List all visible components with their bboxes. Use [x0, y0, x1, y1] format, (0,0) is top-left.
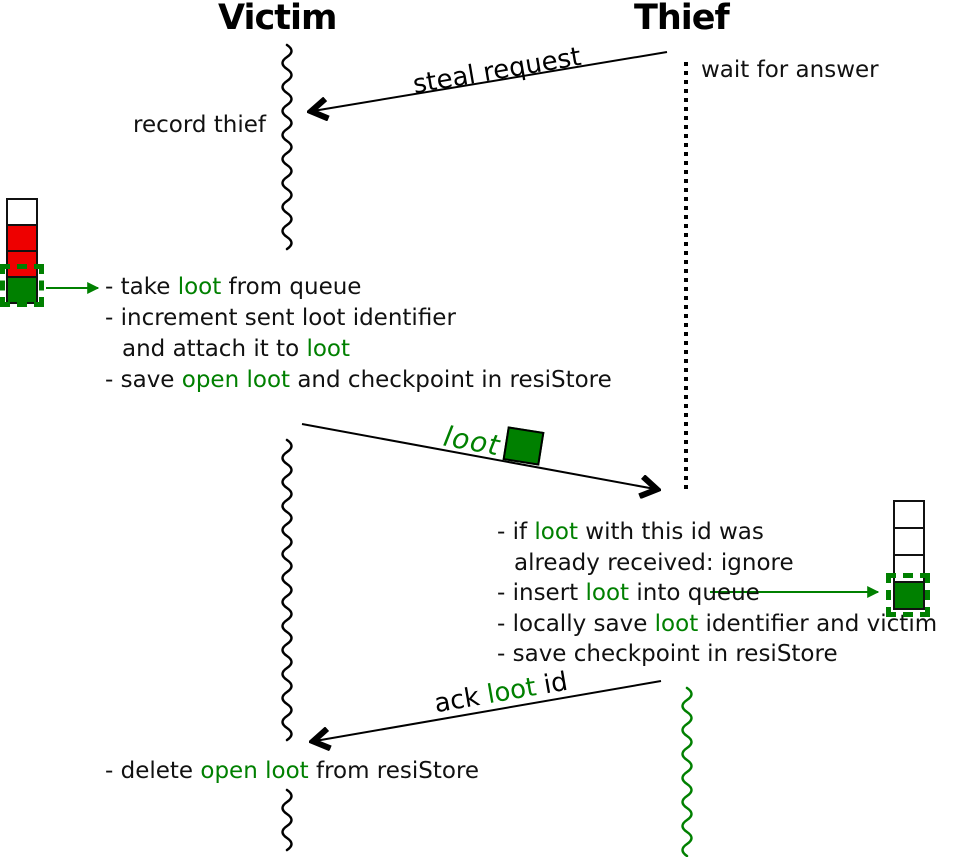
step-line: - insert loot into queue — [497, 580, 760, 606]
victim-final-step: - delete open loot from resiStore — [105, 756, 479, 787]
loot-message-arrow — [301, 423, 655, 489]
queue-cell — [6, 276, 38, 304]
victim-loot-highlight-box — [0, 264, 44, 307]
steal-request-arrow — [313, 51, 668, 111]
step-line: - increment sent loot identifier — [105, 305, 456, 331]
victim-lifeline-segment-2 — [281, 438, 293, 742]
victim-steps: - take loot from queue - increment sent … — [105, 272, 612, 396]
loot-package-icon — [502, 426, 545, 466]
step-line: - delete open loot from resiStore — [105, 758, 480, 784]
thief-title: Thief — [634, 0, 730, 38]
thief-steps: - if loot with this id was already recei… — [497, 517, 937, 670]
step-line: - save checkpoint in resiStore — [497, 641, 838, 667]
step-line: - save open loot and checkpoint in resiS… — [105, 367, 612, 393]
queue-cell — [6, 224, 38, 252]
step-line: - locally save loot identifier and victi… — [497, 610, 938, 637]
queue-cell — [893, 581, 925, 610]
step-line: already received: ignore — [514, 549, 794, 576]
thief-lifeline-active-green — [681, 686, 693, 857]
step-line: - take loot from queue — [105, 274, 362, 300]
thief-loot-highlight-box — [886, 573, 930, 617]
victim-lifeline-segment-3 — [281, 788, 293, 852]
queue-cell — [893, 527, 925, 556]
wait-for-answer-label: wait for answer — [701, 57, 879, 83]
victim-title: Victim — [218, 0, 337, 38]
ack-arrow — [315, 680, 662, 741]
record-thief-label: record thief — [133, 112, 267, 138]
thief-queue-icon — [893, 500, 925, 610]
victim-lifeline-segment-1 — [281, 43, 293, 251]
step-line: and attach it to loot — [122, 336, 351, 362]
queue-cell — [6, 198, 38, 226]
step-line: - if loot with this id was — [497, 519, 764, 545]
